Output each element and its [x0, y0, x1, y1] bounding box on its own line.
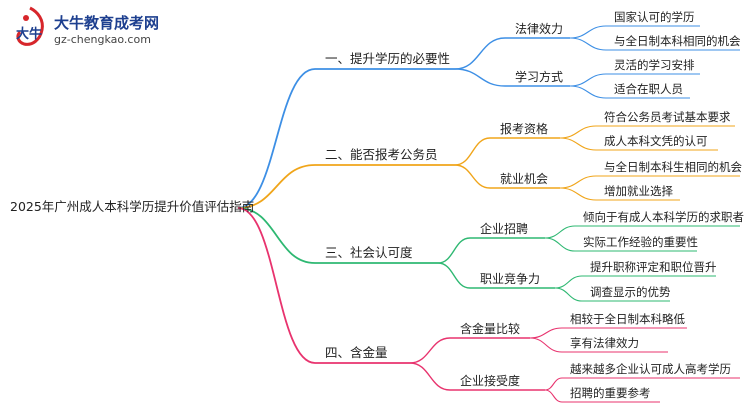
subbranch-label-1-1: 法律效力: [515, 22, 564, 36]
leaf-link-3-2-1: [554, 275, 583, 289]
leaf-label-2-2-1: 与全日制本科生相同的机会: [604, 160, 742, 174]
leaf-label-3-1-1: 倾向于有成人本科学历的求职者: [583, 210, 744, 224]
subbranch-link-4-2: [409, 362, 451, 391]
leaf-label-3-2-2: 调查显示的优势: [590, 285, 671, 299]
leaf-label-2-1-2: 成人本科文凭的认可: [604, 134, 708, 148]
leaf-link-4-2-1: [544, 377, 563, 391]
subbranch-label-3-1: 企业招聘: [480, 222, 529, 236]
leaf-link-2-2-1: [559, 175, 597, 189]
leaf-link-3-2-2: [554, 287, 583, 302]
branch-label-2: 二、能否报考公务员: [325, 147, 438, 162]
subbranch-link-1-2: [454, 68, 506, 87]
logo-title: 大牛教育成考网: [54, 14, 160, 32]
subbranch-label-4-1: 含金量比较: [460, 322, 521, 336]
leaf-label-2-1-1: 符合公务员考试基本要求: [604, 110, 731, 124]
branch-link-2: [237, 164, 316, 209]
mindmap-links: [237, 25, 740, 403]
site-logo: 大牛 大牛教育成考网 gz-chengkao.com: [10, 6, 230, 52]
subbranch-label-2-2: 就业机会: [500, 172, 549, 186]
subbranch-link-3-2: [437, 262, 471, 289]
leaf-label-1-1-1: 国家认可的学历: [614, 10, 695, 24]
leaf-link-1-1-2: [569, 37, 607, 51]
leaf-link-3-1-1: [544, 225, 576, 239]
branch-link-1: [237, 68, 316, 209]
leaf-label-4-2-2: 招聘的重要参考: [570, 386, 651, 400]
leaf-label-4-1-1: 相较于全日制本科略低: [570, 312, 685, 326]
logo-mark-text: 大牛: [16, 26, 42, 42]
leaf-label-2-2-2: 增加就业选择: [604, 184, 673, 198]
leaf-label-4-1-2: 享有法律效力: [570, 336, 639, 350]
leaf-link-4-2-2: [544, 389, 563, 403]
logo-url: gz-chengkao.com: [54, 33, 151, 46]
subbranch-label-3-2: 职业竞争力: [480, 272, 541, 286]
subbranch-label-4-2: 企业接受度: [460, 374, 521, 388]
branch-label-1: 一、提升学历的必要性: [325, 51, 451, 66]
leaf-link-4-1-2: [529, 337, 563, 353]
subbranch-link-4-1: [409, 337, 451, 364]
subbranch-link-2-1: [454, 137, 491, 166]
leaf-link-4-1-1: [529, 327, 563, 339]
subbranch-label-1-2: 学习方式: [515, 70, 564, 84]
root-node-label: 2025年广州成人本科学历提升价值评估指南: [10, 199, 255, 214]
branch-label-4: 四、含金量: [325, 345, 388, 360]
leaf-label-1-1-2: 与全日制本科相同的机会: [614, 34, 741, 48]
leaf-label-3-1-2: 实际工作经验的重要性: [583, 235, 698, 249]
leaf-link-3-1-2: [544, 237, 576, 252]
subbranch-link-1-1: [454, 37, 506, 70]
subbranch-link-2-2: [454, 164, 491, 189]
leaf-label-1-2-1: 灵活的学习安排: [614, 58, 695, 72]
subbranch-label-2-1: 报考资格: [500, 122, 549, 136]
logo-mark-icon: 大牛: [16, 6, 44, 46]
leaf-link-1-2-2: [569, 85, 607, 99]
leaf-label-4-2-1: 越来越多企业认可成人高考学历: [570, 362, 731, 376]
leaf-label-1-2-2: 适合在职人员: [614, 82, 683, 96]
subbranch-link-3-1: [437, 237, 471, 264]
leaf-link-2-1-2: [559, 137, 597, 151]
leaf-label-3-2-1: 提升职称评定和职位晋升: [590, 260, 717, 274]
branch-link-3: [237, 207, 316, 264]
leaf-link-2-1-1: [559, 125, 597, 139]
leaf-link-2-2-2: [559, 187, 597, 201]
leaf-link-1-2-1: [569, 73, 607, 87]
branch-link-4: [237, 207, 316, 364]
leaf-link-1-1-1: [569, 25, 607, 39]
branch-label-3: 三、社会认可度: [325, 245, 413, 260]
